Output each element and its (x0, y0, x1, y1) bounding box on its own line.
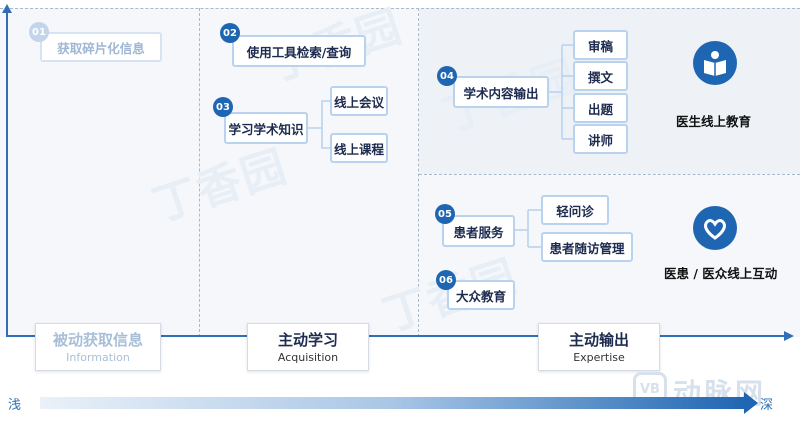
horizontal-axis-arrow (784, 331, 794, 341)
heart-hands-icon (693, 206, 737, 250)
branch-online-course: 线上课程 (330, 133, 388, 163)
highlight-label-doctor-education: 医生线上教育 (676, 114, 752, 129)
step-box-tool-search: 使用工具检索/查询 (232, 35, 366, 67)
step-box-academic-output: 学术内容输出 (453, 76, 549, 108)
depth-start-label: 浅 (8, 398, 22, 413)
stage-subtitle: Information (66, 350, 130, 364)
stage-active-output: 主动输出 Expertise (538, 323, 660, 371)
stage-subtitle: Acquisition (277, 350, 339, 364)
connector-line (308, 100, 330, 129)
depth-gradient-bar (40, 397, 745, 409)
highlight-label-doctor-patient-interaction: 医患 / 医众线上互动 (664, 266, 778, 281)
stage-title: 主动输出 (568, 330, 629, 349)
step-box-public-education: 大众教育 (447, 280, 515, 310)
stage-title: 主动学习 (277, 330, 338, 349)
depth-arrow-icon (744, 392, 758, 414)
branch-patient-followup: 患者随访管理 (541, 232, 633, 262)
stage-subtitle: Expertise (573, 350, 625, 364)
stage-passive-information: 被动获取信息 Information (35, 323, 161, 371)
divider-2 (418, 8, 419, 337)
divider-1 (199, 8, 200, 337)
branch-light-consultation: 轻问诊 (541, 195, 609, 225)
divider-output (419, 174, 800, 175)
zone-passive (0, 8, 199, 337)
step-box-patient-service: 患者服务 (442, 215, 515, 247)
step-number-badge: 03 (213, 97, 233, 117)
connector-line (321, 128, 330, 149)
depth-end-label: 深 (760, 398, 774, 413)
stage-title: 被动获取信息 (52, 330, 143, 349)
step-number-badge: 01 (29, 22, 49, 42)
branch-writing: 撰文 (573, 61, 628, 91)
step-number-badge: 06 (436, 270, 456, 290)
stage-active-learning: 主动学习 Acquisition (247, 323, 369, 371)
branch-lecturer: 讲师 (573, 124, 628, 154)
vertical-axis-arrow (2, 4, 12, 13)
horizontal-axis (6, 335, 786, 337)
branch-exam-questions: 出题 (573, 93, 628, 123)
branch-review: 审稿 (573, 30, 628, 60)
step-box-academic-learning: 学习学术知识 (224, 112, 308, 144)
step-box-fragmented-info: 获取碎片化信息 (40, 32, 162, 62)
branch-online-meeting: 线上会议 (330, 86, 388, 116)
step-number-badge: 05 (435, 204, 455, 224)
divider-top (0, 8, 800, 9)
vertical-axis (6, 12, 8, 336)
step-number-badge: 04 (437, 66, 457, 86)
book-reader-icon (693, 41, 737, 85)
step-number-badge: 02 (220, 23, 240, 43)
